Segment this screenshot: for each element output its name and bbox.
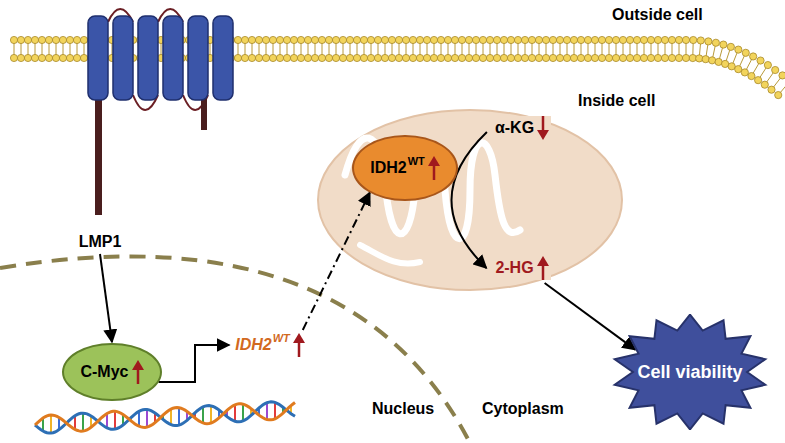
molecule-name: Cell viability [637, 362, 742, 383]
pathway-arrow [100, 254, 112, 342]
region-label: Outside cell [612, 6, 703, 24]
text-node: IDH2WT [231, 330, 309, 360]
node-text: IDH2WT [235, 333, 305, 357]
molecule-name: LMP1 [79, 233, 122, 251]
region-label: Inside cell [578, 92, 655, 110]
node-text: C-Myc [80, 360, 143, 384]
region-label: Cytoplasm [482, 400, 564, 418]
node-text: LMP1 [79, 233, 122, 251]
superscript: WT [408, 155, 425, 167]
region-label: Nucleus [372, 400, 434, 418]
change-arrow [132, 360, 144, 384]
cristae [360, 245, 420, 264]
text-node: α-KG [489, 113, 555, 143]
change-arrow [537, 116, 549, 140]
node-text: IDH2WT [370, 156, 440, 180]
molecule-name: C-Myc [80, 363, 128, 381]
nuclear-envelope [0, 256, 470, 443]
lmp1-protein [88, 9, 233, 215]
molecule-name: α-KG [495, 119, 534, 137]
node-text: Cell viability [637, 362, 742, 383]
node-text: 2-HG [493, 256, 550, 280]
pathway-arrow [303, 193, 370, 330]
pathway-arrow [545, 283, 636, 350]
mitochondrion [318, 110, 622, 290]
molecule-name: IDH2 [235, 336, 271, 354]
pathway-arrow [158, 345, 229, 382]
outcome-star: Cell viability [612, 314, 768, 430]
superscript: WT [273, 332, 290, 344]
dna-helix [35, 402, 295, 433]
change-arrow [428, 156, 440, 180]
pathway-arrow [452, 132, 487, 268]
text-node: 2-HG [489, 253, 554, 283]
text-node: LMP1 [75, 230, 126, 254]
node-text: α-KG [493, 116, 551, 140]
molecule-name: 2-HG [495, 259, 533, 277]
change-arrow [293, 333, 305, 357]
change-arrow [537, 256, 549, 280]
molecule-name: IDH2 [370, 159, 406, 177]
molecule-ellipse: IDH2WT [352, 135, 458, 201]
molecule-ellipse: C-Myc [62, 343, 161, 401]
